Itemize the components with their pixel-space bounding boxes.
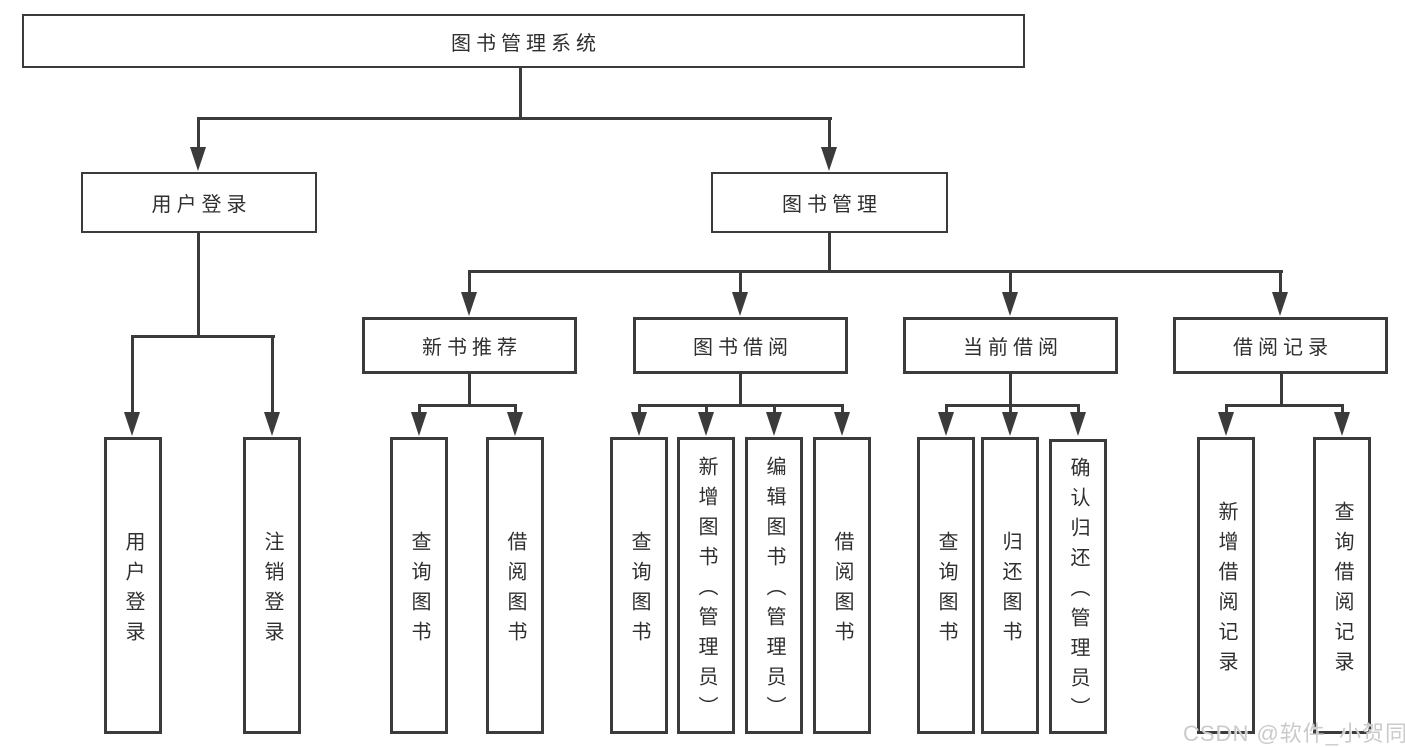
connector-line — [1009, 404, 1012, 414]
arrowhead-icon — [264, 412, 280, 436]
arrowhead-icon — [1002, 292, 1018, 316]
arrowhead-icon — [698, 412, 714, 436]
leaf-bb-query-books-label: 查询图书 — [628, 530, 650, 651]
arrowhead-icon — [461, 292, 477, 316]
node-book-management: 图书管理 — [711, 172, 948, 233]
connector-line — [132, 335, 275, 338]
leaf-nb-borrow-books-label: 借阅图书 — [504, 530, 526, 651]
connector-line — [1341, 404, 1344, 414]
connector-line — [1225, 404, 1228, 414]
connector-line — [131, 335, 134, 414]
connector-line — [468, 374, 471, 406]
leaf-br-query-record-label: 查询借阅记录 — [1331, 500, 1353, 681]
leaf-cb-query-books: 查询图书 — [917, 437, 975, 734]
arrowhead-icon — [938, 412, 954, 436]
connector-line — [828, 233, 831, 272]
node-book-management-label: 图书管理 — [782, 194, 882, 216]
connector-line — [841, 404, 844, 414]
connector-line — [418, 404, 421, 414]
node-user-login-label: 用户登录 — [151, 194, 252, 216]
arrowhead-icon — [1272, 292, 1288, 316]
leaf-cb-return-books-label: 归还图书 — [999, 530, 1021, 651]
connector-line — [739, 374, 742, 406]
arrowhead-icon — [1334, 412, 1350, 436]
arrowhead-icon — [821, 147, 837, 171]
node-new-book-recommend-label: 新书推荐 — [422, 337, 522, 359]
connector-line — [1009, 270, 1012, 294]
leaf-user-login: 用户登录 — [104, 437, 162, 734]
node-root-label: 图书管理系统 — [451, 32, 601, 55]
leaf-cb-confirm-return-admin: 确认归还（管理员） — [1049, 439, 1107, 734]
arrowhead-icon — [190, 147, 206, 171]
leaf-user-login-label: 用户登录 — [122, 530, 144, 651]
leaf-bb-edit-books-admin: 编辑图书（管理员） — [745, 437, 803, 734]
node-new-book-recommend: 新书推荐 — [362, 317, 577, 374]
connector-line — [197, 117, 200, 150]
node-borrow-records-label: 借阅记录 — [1233, 337, 1333, 359]
connector-line — [197, 233, 200, 337]
arrowhead-icon — [1218, 412, 1234, 436]
connector-line — [418, 404, 517, 407]
watermark: CSDN @软件_小贺同学 — [1183, 721, 1405, 746]
node-borrow-records: 借阅记录 — [1173, 317, 1388, 374]
node-user-login: 用户登录 — [81, 172, 317, 233]
leaf-bb-borrow-books-label: 借阅图书 — [831, 530, 853, 651]
arrowhead-icon — [631, 412, 647, 436]
arrowhead-icon — [411, 412, 427, 436]
leaf-cb-return-books: 归还图书 — [981, 437, 1039, 734]
connector-line — [519, 67, 522, 119]
leaf-cb-query-books-label: 查询图书 — [935, 530, 957, 651]
connector-line — [1280, 374, 1283, 406]
leaf-cb-confirm-return-admin-label: 确认归还（管理员） — [1067, 456, 1089, 727]
connector-line — [739, 270, 742, 294]
leaf-bb-borrow-books: 借阅图书 — [813, 437, 871, 734]
connector-line — [514, 404, 517, 414]
leaf-nb-borrow-books: 借阅图书 — [486, 437, 544, 734]
connector-line — [1009, 374, 1012, 406]
node-current-borrowing-label: 当前借阅 — [963, 337, 1063, 359]
node-book-borrowing: 图书借阅 — [633, 317, 848, 374]
connector-line — [638, 404, 641, 414]
connector-line — [271, 335, 274, 414]
leaf-bb-add-books-admin: 新增图书（管理员） — [677, 437, 735, 734]
arrowhead-icon — [507, 412, 523, 436]
connector-line — [468, 270, 1283, 273]
connector-line — [1279, 270, 1282, 294]
leaf-br-add-record-label: 新增借阅记录 — [1215, 500, 1237, 681]
connector-line — [638, 404, 844, 407]
connector-line — [1077, 404, 1080, 414]
leaf-bb-query-books: 查询图书 — [610, 437, 668, 734]
leaf-bb-edit-books-admin-label: 编辑图书（管理员） — [763, 455, 785, 726]
leaf-nb-query-books-label: 查询图书 — [408, 530, 430, 651]
connector-line — [945, 404, 948, 414]
connector-line — [705, 404, 708, 414]
arrowhead-icon — [834, 412, 850, 436]
connector-line — [828, 117, 831, 150]
arrowhead-icon — [766, 412, 782, 436]
leaf-br-add-record: 新增借阅记录 — [1197, 437, 1255, 734]
node-root: 图书管理系统 — [22, 14, 1025, 68]
connector-line — [468, 270, 471, 294]
leaf-logout: 注销登录 — [243, 437, 301, 734]
arrowhead-icon — [1002, 412, 1018, 436]
arrowhead-icon — [124, 412, 140, 436]
connector-line — [773, 404, 776, 414]
connector-line — [197, 117, 832, 120]
arrowhead-icon — [1070, 412, 1086, 436]
connector-line — [1225, 404, 1344, 407]
leaf-br-query-record: 查询借阅记录 — [1313, 437, 1371, 734]
leaf-bb-add-books-admin-label: 新增图书（管理员） — [695, 455, 717, 726]
leaf-logout-label: 注销登录 — [261, 530, 283, 651]
node-book-borrowing-label: 图书借阅 — [693, 337, 793, 359]
leaf-nb-query-books: 查询图书 — [390, 437, 448, 734]
node-current-borrowing: 当前借阅 — [903, 317, 1118, 374]
arrowhead-icon — [732, 292, 748, 316]
connector-line — [945, 404, 1080, 407]
